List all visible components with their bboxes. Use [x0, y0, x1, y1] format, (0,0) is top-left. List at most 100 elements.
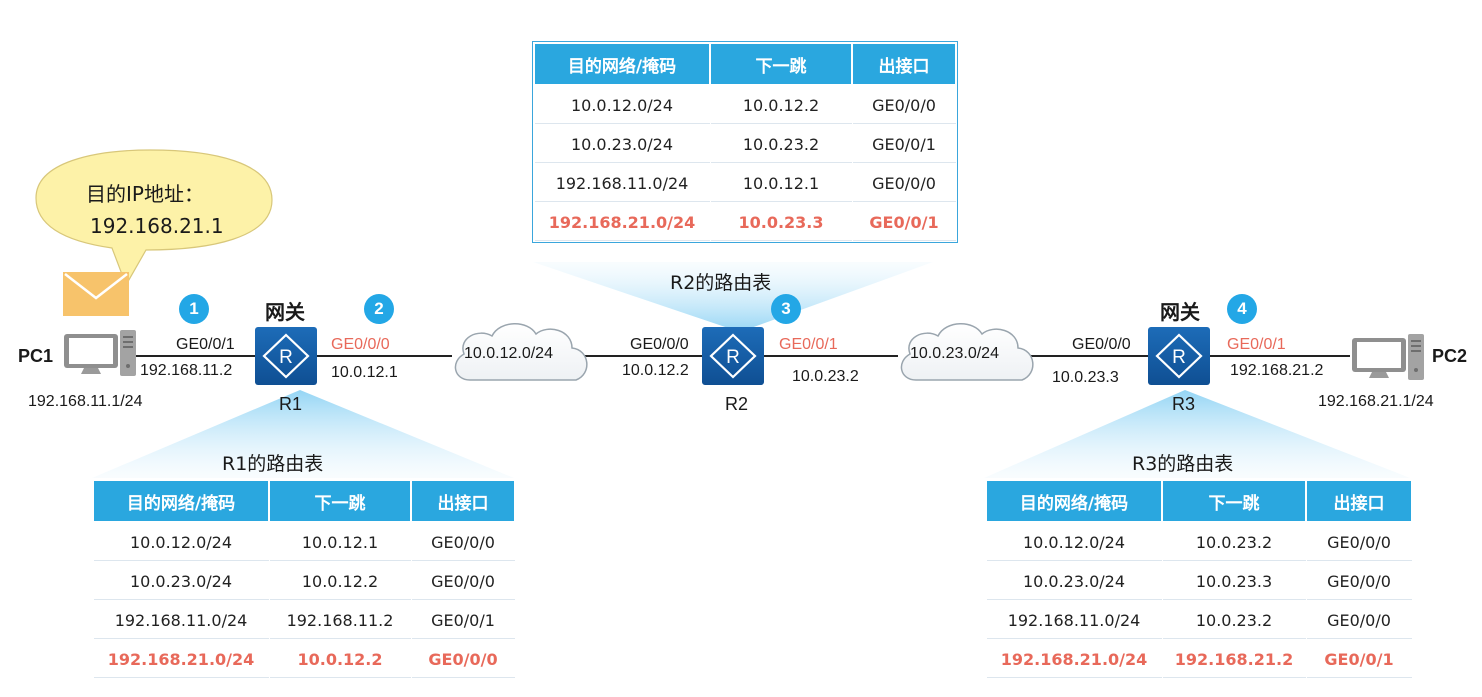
r1-table-beam [92, 390, 514, 478]
header-interface: 出接口 [410, 479, 516, 523]
cell-next-hop: 10.0.23.3 [1161, 561, 1307, 601]
cell-destination: 10.0.23.0/24 [92, 561, 270, 601]
cell-next-hop: 10.0.12.1 [268, 521, 412, 562]
message-line2: 192.168.21.1 [90, 214, 224, 238]
cell-destination: 192.168.21.0/24 [985, 639, 1163, 679]
table-row-highlighted: 192.168.21.0/24 10.0.12.2 GE0/0/0 [92, 639, 516, 679]
r3-name: R3 [1172, 394, 1196, 414]
r2-table-title: R2的路由表 [670, 272, 772, 294]
pc2-name: PC2 [1432, 346, 1468, 366]
step-4-badge: 4 [1227, 294, 1257, 324]
step-2-badge: 2 [364, 294, 394, 324]
cell-interface: GE0/0/1 [1305, 639, 1413, 679]
header-next-hop: 下一跳 [709, 42, 853, 86]
cell-destination: 10.0.12.0/24 [533, 84, 711, 125]
cell-interface: GE0/0/0 [410, 561, 516, 601]
cell-interface: GE0/0/0 [410, 639, 516, 679]
header-destination: 目的网络/掩码 [533, 42, 711, 86]
table-row: 192.168.11.0/24 10.0.12.1 GE0/0/0 [533, 163, 957, 203]
cell-interface: GE0/0/0 [1305, 561, 1413, 601]
cell-destination: 192.168.21.0/24 [92, 639, 270, 679]
cell-next-hop: 192.168.21.2 [1161, 639, 1307, 679]
message-bubble [35, 149, 273, 287]
table-row: 192.168.11.0/24 10.0.23.2 GE0/0/0 [985, 600, 1413, 640]
header-interface: 出接口 [851, 42, 957, 86]
table-header-row: 目的网络/掩码 下一跳 出接口 [92, 479, 516, 523]
cell-next-hop: 10.0.23.3 [709, 202, 853, 242]
cell-destination: 192.168.21.0/24 [533, 202, 711, 242]
table-row-highlighted: 192.168.21.0/24 10.0.23.3 GE0/0/1 [533, 202, 957, 242]
cell-destination: 192.168.11.0/24 [92, 600, 270, 640]
r3-gateway-label: 网关 [1160, 300, 1200, 324]
r3-right-ip: 192.168.21.2 [1230, 362, 1324, 379]
pc2-ip: 192.168.21.1/24 [1318, 393, 1434, 410]
r1-right-port: GE0/0/0 [331, 336, 390, 353]
step-1-badge: 1 [179, 294, 209, 324]
cell-interface: GE0/0/0 [851, 84, 957, 125]
step-3-badge: 3 [771, 294, 801, 324]
cell-destination: 10.0.23.0/24 [533, 124, 711, 164]
r1-gateway-label: 网关 [265, 300, 305, 324]
cell-next-hop: 10.0.12.2 [709, 84, 853, 125]
r1-left-ip: 192.168.11.2 [140, 362, 233, 379]
pc1-name: PC1 [18, 346, 54, 366]
table-row: 10.0.23.0/24 10.0.23.2 GE0/0/1 [533, 124, 957, 164]
table-row: 10.0.12.0/24 10.0.12.2 GE0/0/0 [533, 84, 957, 125]
table-row: 10.0.12.0/24 10.0.12.1 GE0/0/0 [92, 521, 516, 562]
cell-destination: 192.168.11.0/24 [985, 600, 1163, 640]
pc1-icon [64, 330, 136, 376]
cell-destination: 10.0.12.0/24 [92, 521, 270, 562]
cell-interface: GE0/0/1 [851, 202, 957, 242]
cell-next-hop: 192.168.11.2 [268, 600, 412, 640]
r1-right-ip: 10.0.12.1 [331, 364, 398, 381]
r2-right-ip: 10.0.23.2 [792, 368, 859, 385]
r2-left-port: GE0/0/0 [630, 336, 689, 353]
table-header-row: 目的网络/掩码 下一跳 出接口 [533, 42, 957, 86]
cell-interface: GE0/0/0 [1305, 600, 1413, 640]
r2-routing-table: 目的网络/掩码 下一跳 出接口 10.0.12.0/24 10.0.12.2 G… [532, 41, 958, 243]
envelope-icon [63, 272, 129, 316]
r1-left-port: GE0/0/1 [176, 336, 235, 353]
cell-destination: 10.0.12.0/24 [985, 521, 1163, 562]
pc1-ip: 192.168.11.1/24 [28, 393, 143, 410]
table-row: 10.0.23.0/24 10.0.12.2 GE0/0/0 [92, 561, 516, 601]
header-destination: 目的网络/掩码 [92, 479, 270, 523]
r2-name: R2 [725, 394, 749, 414]
r2-table-beam [533, 262, 933, 332]
header-interface: 出接口 [1305, 479, 1413, 523]
r3-right-port: GE0/0/1 [1227, 336, 1286, 353]
r2-left-ip: 10.0.12.2 [622, 362, 689, 379]
cell-next-hop: 10.0.23.2 [709, 124, 853, 164]
header-next-hop: 下一跳 [268, 479, 412, 523]
table-row: 10.0.23.0/24 10.0.23.3 GE0/0/0 [985, 561, 1413, 601]
cell-next-hop: 10.0.12.1 [709, 163, 853, 203]
cell-interface: GE0/0/1 [410, 600, 516, 640]
cell-destination: 10.0.23.0/24 [985, 561, 1163, 601]
router-r2-icon [700, 325, 766, 387]
r2-right-port: GE0/0/1 [779, 336, 838, 353]
table-row-highlighted: 192.168.21.0/24 192.168.21.2 GE0/0/1 [985, 639, 1413, 679]
r1-routing-table: 目的网络/掩码 下一跳 出接口 10.0.12.0/24 10.0.12.1 G… [92, 479, 516, 679]
r3-left-port: GE0/0/0 [1072, 336, 1131, 353]
table-row: 10.0.12.0/24 10.0.23.2 GE0/0/0 [985, 521, 1413, 562]
pc2-icon [1352, 334, 1424, 380]
r1-table-title: R1的路由表 [222, 453, 324, 475]
cell-next-hop: 10.0.12.2 [268, 561, 412, 601]
header-next-hop: 下一跳 [1161, 479, 1307, 523]
r3-table-title: R3的路由表 [1132, 453, 1234, 475]
cell-interface: GE0/0/0 [410, 521, 516, 562]
message-line1: 目的IP地址： [86, 182, 204, 206]
cell-next-hop: 10.0.23.2 [1161, 521, 1307, 562]
cell-next-hop: 10.0.12.2 [268, 639, 412, 679]
cell-interface: GE0/0/0 [1305, 521, 1413, 562]
cell-interface: GE0/0/1 [851, 124, 957, 164]
router-r3-icon [1146, 325, 1212, 387]
r3-left-ip: 10.0.23.3 [1052, 369, 1119, 386]
table-header-row: 目的网络/掩码 下一跳 出接口 [985, 479, 1413, 523]
r3-routing-table: 目的网络/掩码 下一跳 出接口 10.0.12.0/24 10.0.23.2 G… [985, 479, 1413, 679]
r3-table-beam [984, 390, 1410, 478]
cloud-left-label: 10.0.12.0/24 [464, 345, 553, 362]
table-row: 192.168.11.0/24 192.168.11.2 GE0/0/1 [92, 600, 516, 640]
header-destination: 目的网络/掩码 [985, 479, 1163, 523]
cell-interface: GE0/0/0 [851, 163, 957, 203]
